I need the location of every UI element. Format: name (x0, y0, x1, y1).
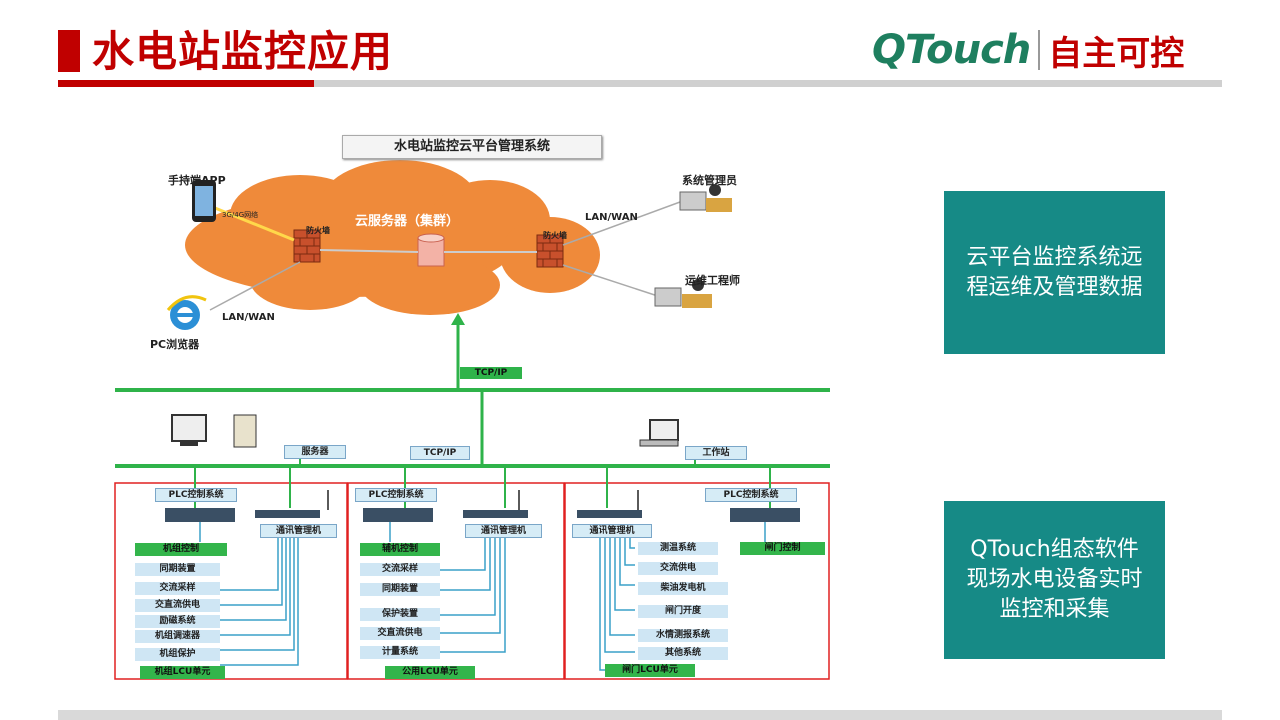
cloud-description-text: 云平台监控系统远程运维及管理数据 (966, 244, 1143, 300)
unit2-control-box: 辅机控制 (360, 543, 440, 556)
engineer-workstation-icon (654, 279, 712, 308)
workstation-tag: 工作站 (685, 446, 747, 460)
unit1-item: 同期装置 (135, 563, 220, 576)
unit3-footer: 闸门LCU单元 (605, 664, 695, 677)
unit1-comm-tag: 通讯管理机 (260, 524, 337, 538)
firewall-right-label: 防火墙 (543, 231, 567, 240)
unit1-item: 机组保护 (135, 648, 220, 661)
unit3-item: 测温系统 (638, 542, 718, 555)
unit2-footer: 公用LCU单元 (385, 666, 475, 679)
monitor-icon (171, 414, 207, 446)
unit2-item: 交流采样 (360, 563, 440, 576)
unit3-control-box: 闸门控制 (740, 542, 825, 555)
unit2-plc-tag: PLC控制系统 (355, 488, 437, 502)
server-tower-icon (233, 414, 257, 448)
unit3-comm-tag: 通讯管理机 (572, 524, 652, 538)
firewall-right-icon (536, 234, 564, 268)
architecture-diagram: 水电站监控云平台管理系统 云服务器（集群） 防火墙 防火墙 手持端APP 3G/… (110, 130, 835, 685)
mobile-link-label: 3G/4G网络 (222, 211, 259, 219)
unit3-item: 柴油发电机 (638, 582, 728, 595)
logo-latin: QTouch (872, 27, 1031, 73)
server-tag: 服务器 (284, 445, 346, 459)
lan-wan-left-label: LAN/WAN (222, 312, 275, 323)
admin-workstation-icon (679, 184, 732, 212)
footer-bar (58, 710, 1222, 720)
unit3-item: 水情测报系统 (638, 629, 728, 642)
unit2-comm-tag: 通讯管理机 (465, 524, 542, 538)
browser-icon (166, 295, 207, 330)
field-description-box: QTouch组态软件现场水电设备实时监控和采集 (944, 501, 1165, 659)
unit1-item: 机组调速器 (135, 630, 220, 643)
unit2-item: 交直流供电 (360, 627, 440, 640)
tcpip-top-tag: TCP/IP (460, 367, 522, 379)
page-title: 水电站监控应用 (92, 27, 394, 76)
unit3-item: 闸门开度 (638, 605, 728, 618)
unit1-item: 交直流供电 (135, 599, 220, 612)
diagram-graphics (114, 160, 830, 680)
tcpip-mid-tag: TCP/IP (410, 446, 470, 460)
firewall-left-label: 防火墙 (306, 226, 330, 235)
field-description-text: QTouch组态软件现场水电设备实时监控和采集 (966, 537, 1143, 622)
brand-logo: QTouch 自主可控 (872, 26, 1184, 74)
unit3-item: 交流供电 (638, 562, 718, 575)
workstation-icon (639, 419, 679, 447)
unit3-plc-tag: PLC控制系统 (705, 488, 797, 502)
header-rule-grey (314, 80, 1222, 87)
firewall-left-icon (293, 229, 321, 263)
logo-separator (1038, 30, 1041, 70)
system-title: 水电站监控云平台管理系统 (342, 135, 602, 159)
unit1-plc-tag: PLC控制系统 (155, 488, 237, 502)
cloud-label: 云服务器（集群） (355, 214, 460, 229)
logo-chinese: 自主可控 (1048, 33, 1185, 74)
cloud-server-icon (417, 233, 445, 267)
pc-browser-label: PC浏览器 (150, 338, 200, 351)
mobile-app-label: 手持端APP (168, 174, 226, 187)
cloud-description-box: 云平台监控系统远程运维及管理数据 (944, 191, 1165, 354)
unit2-item: 同期装置 (360, 583, 440, 596)
unit1-footer: 机组LCU单元 (140, 666, 225, 679)
phone-icon (192, 180, 216, 222)
cloud-shape (185, 160, 600, 315)
ops-engineer-label: 运维工程师 (685, 274, 740, 287)
title-accent-bar (58, 30, 80, 72)
unit1-control-box: 机组控制 (135, 543, 227, 556)
unit3-item: 其他系统 (638, 647, 728, 660)
unit1-item: 交流采样 (135, 582, 220, 595)
lan-wan-right-label: LAN/WAN (585, 212, 638, 223)
unit1-item: 励磁系统 (135, 615, 220, 628)
sys-admin-label: 系统管理员 (682, 174, 737, 187)
unit2-item: 计量系统 (360, 646, 440, 659)
header-rule-red (58, 80, 314, 87)
unit2-item: 保护装置 (360, 608, 440, 621)
